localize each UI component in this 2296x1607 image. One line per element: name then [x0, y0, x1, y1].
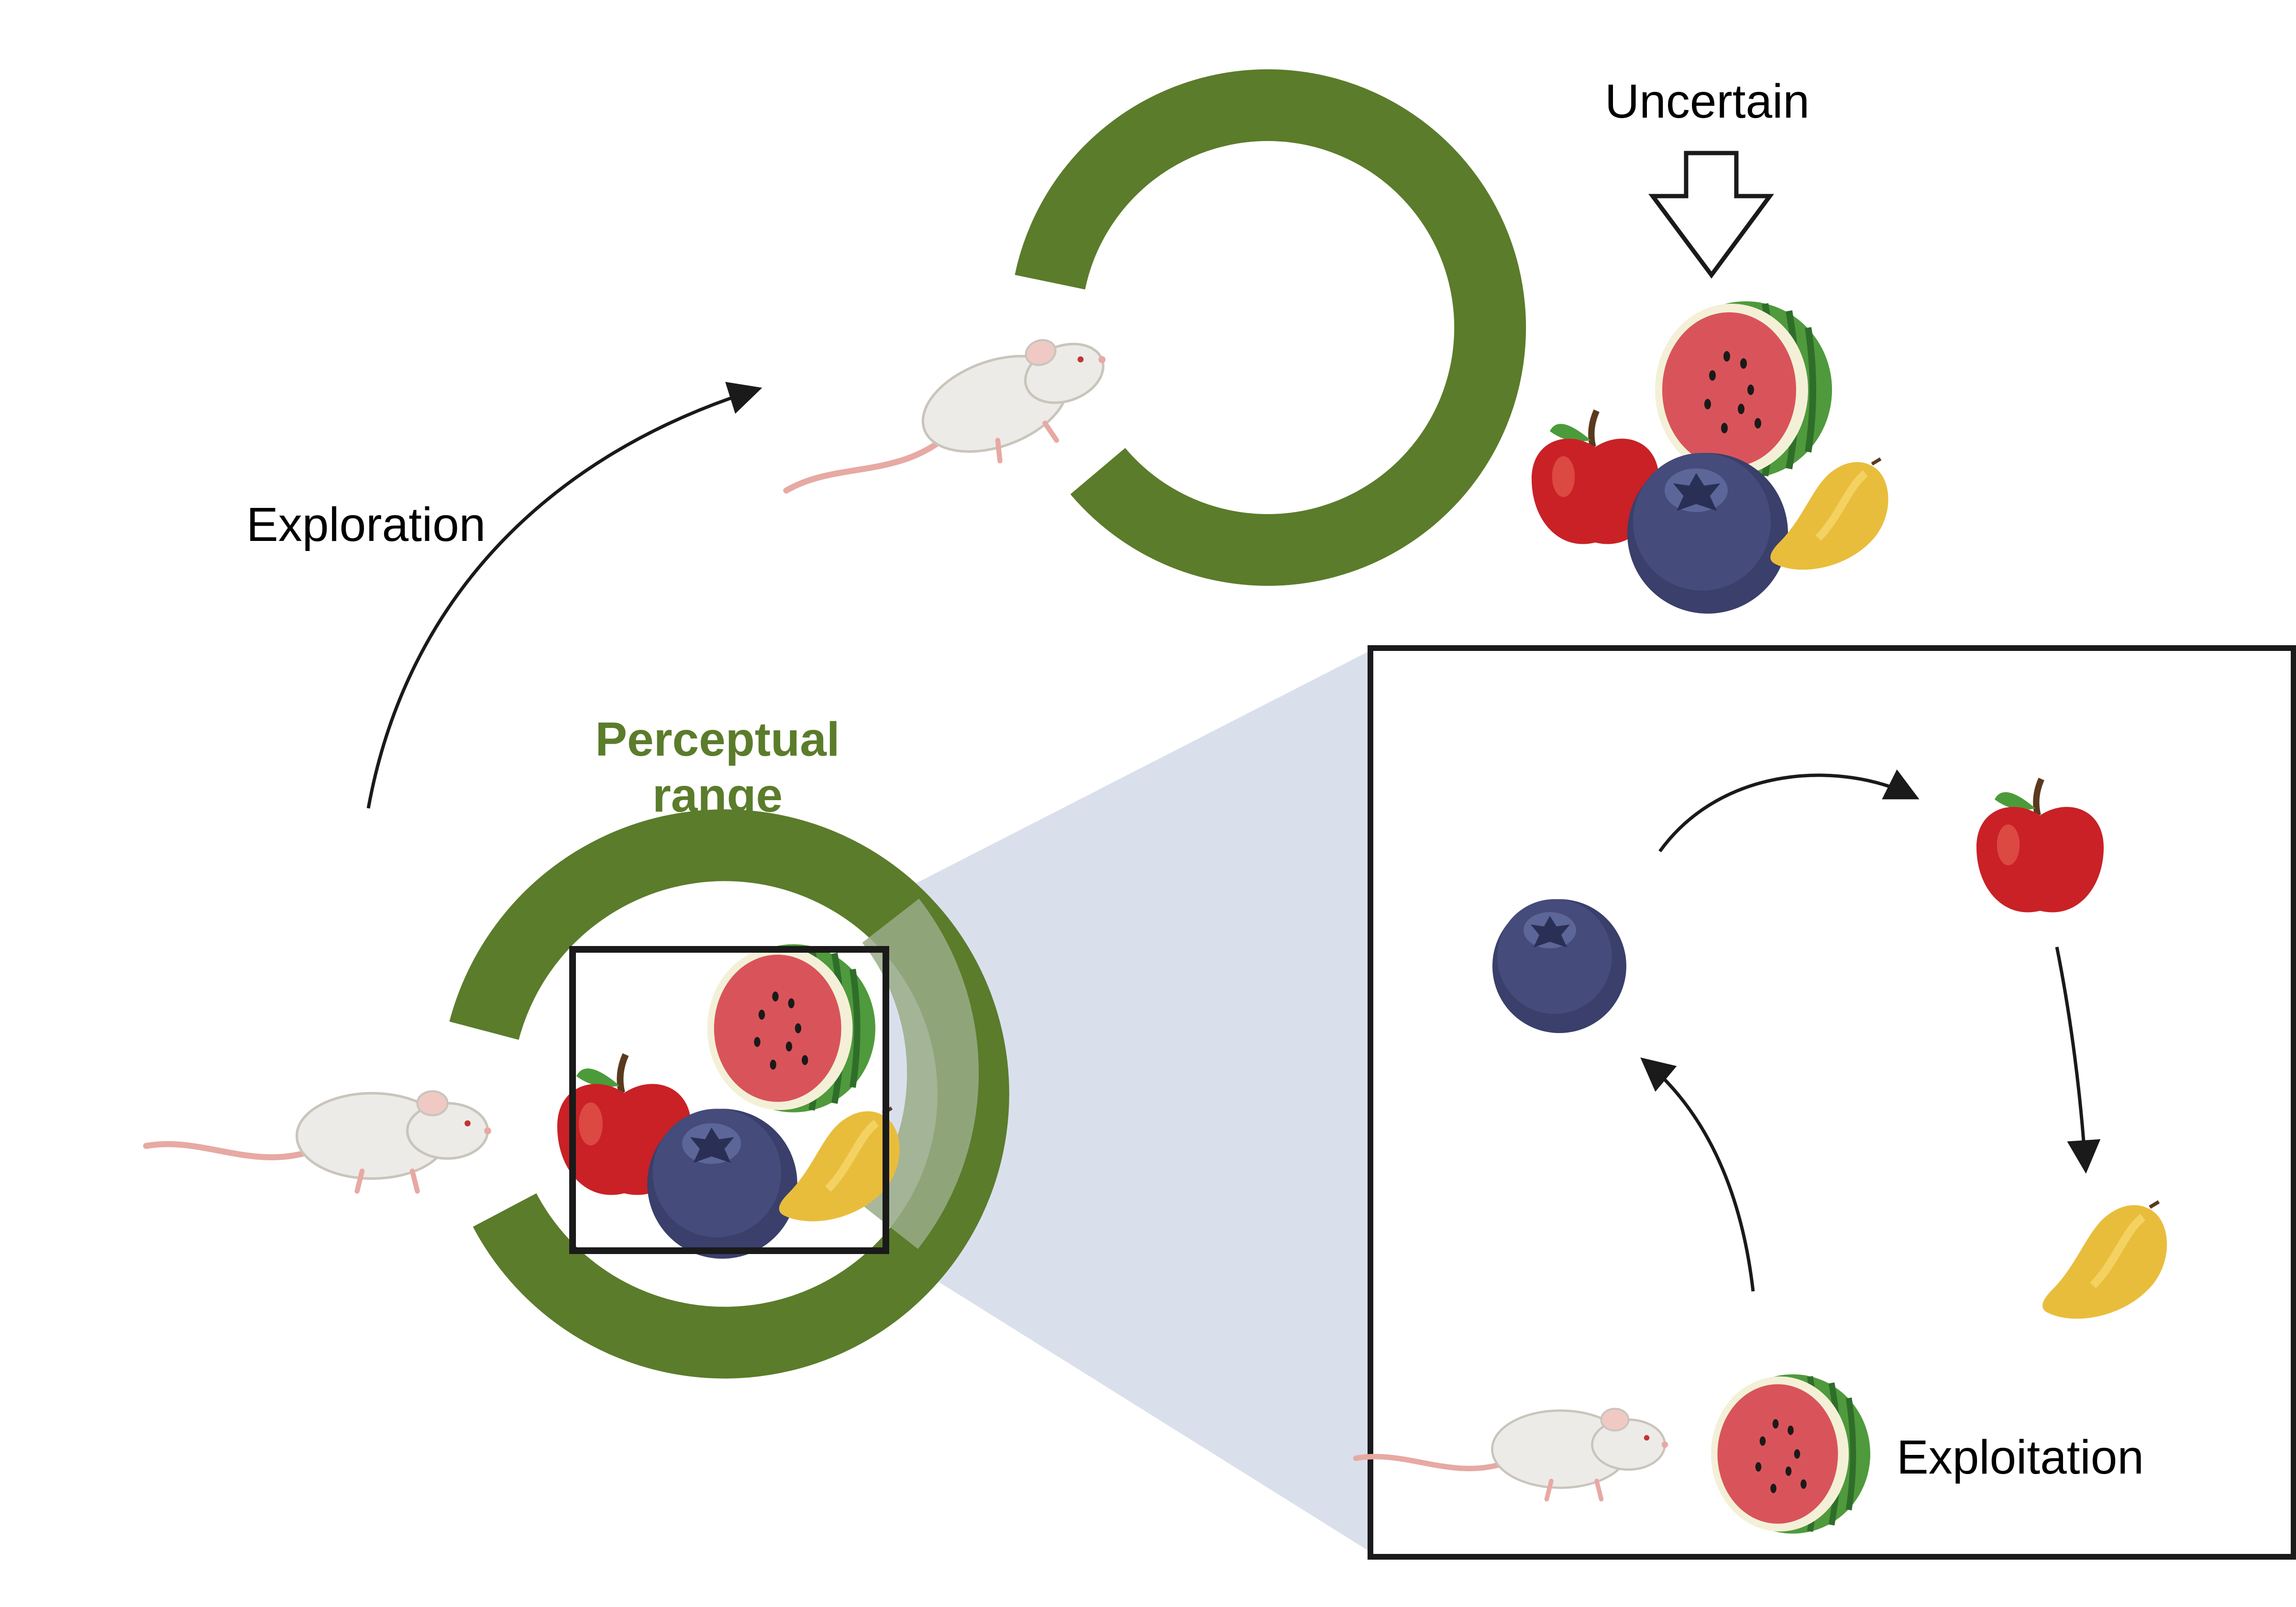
exploration-label: Exploration: [246, 498, 486, 551]
perceptual-range-label: Perceptual range: [574, 712, 861, 824]
hollow-down-arrow-icon: [1648, 151, 1774, 279]
blueberry-icon: [1627, 453, 1788, 614]
watermelon-icon: [707, 944, 876, 1112]
inset-blueberry-icon: [1492, 899, 1626, 1033]
watermelon-icon: [1655, 301, 1832, 478]
exploring-mouse-icon: [768, 321, 1126, 533]
cycle-arrow-blueberry-to-apple-icon: [1658, 769, 1920, 853]
uncertain-label: Uncertain: [1605, 75, 1810, 128]
cycle-arrow-mouse-to-blueberry-icon: [1640, 1057, 1755, 1292]
cycle-arrow-apple-to-mango-icon: [2055, 947, 2101, 1174]
inset-watermelon-icon: [1711, 1375, 1870, 1534]
mango-icon: [1770, 459, 1888, 570]
upper-perceptual-range-ring: [1015, 69, 1526, 586]
blueberry-icon: [647, 1109, 797, 1259]
approaching-mouse-icon: [146, 1091, 491, 1191]
exploration-arrow-icon: [366, 382, 762, 809]
bottom-fruit-cluster: [557, 944, 900, 1259]
top-fruit-cluster: [1532, 301, 1888, 614]
zoom-selection-frame: [569, 946, 889, 1254]
perceptual-range-line1: Perceptual: [595, 713, 840, 766]
perceptual-range-line2: range: [652, 769, 783, 822]
exploitation-label: Exploitation: [1897, 1431, 2144, 1484]
ring-projection-overlay: [861, 899, 979, 1249]
zoom-projection: [885, 650, 1370, 1552]
